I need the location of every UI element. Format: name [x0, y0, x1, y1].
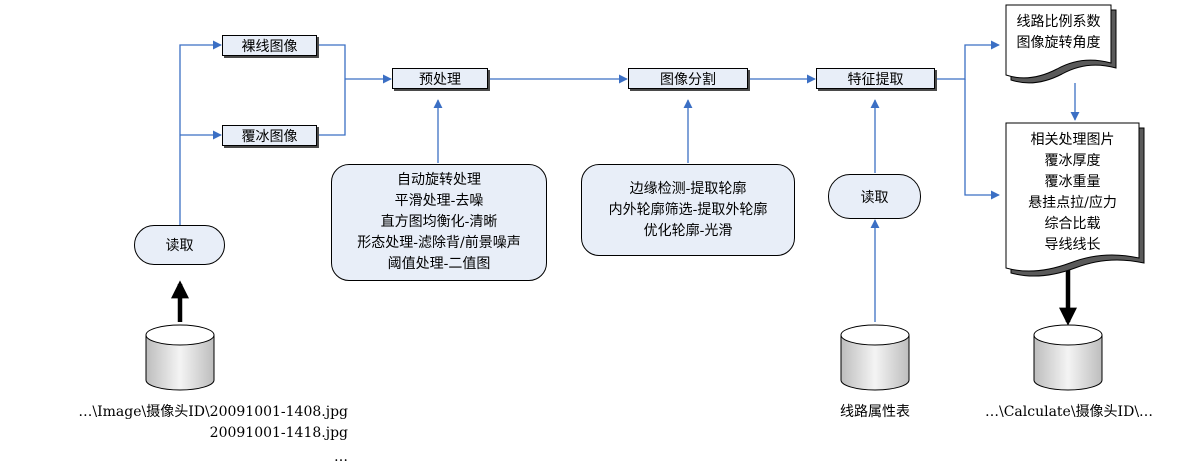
db-left-path-line-3: … — [334, 449, 348, 465]
doc-bottom-line-6: 导线线长 — [1044, 237, 1101, 253]
segmentation-detail-1: 边缘检测-提取轮廓 — [629, 180, 747, 197]
database-middle-shape — [840, 324, 910, 391]
doc-top-line-1: 线路比例系数 — [1016, 14, 1101, 30]
edge-feat-to-docbottom — [964, 79, 1000, 200]
edge-feat-to-doctop — [935, 40, 1000, 80]
database-right-shape — [1033, 324, 1103, 391]
doc-bottom-line-3: 覆冰重量 — [1044, 174, 1101, 190]
doc-top-text: 线路比例系数 图像旋转角度 — [1006, 12, 1111, 54]
doc-top-line-2: 图像旋转角度 — [1016, 35, 1101, 51]
doc-bottom-line-1: 相关处理图片 — [1030, 132, 1115, 148]
preprocess-details-panel: 自动旋转处理 平滑处理-去噪 直方图均衡化-清晰 形态处理-滤除背/前景噪声 阈… — [331, 164, 547, 281]
segmentation-details-panel: 边缘检测-提取轮廓 内外轮廓筛选-提取外轮廓 优化轮廓-光滑 — [581, 164, 795, 256]
preprocess-detail-5: 阈值处理-二值图 — [387, 256, 491, 272]
edge-bare-to-pre — [317, 44, 346, 79]
database-left-shape — [145, 324, 215, 391]
segmentation-box: 图像分割 — [628, 68, 748, 89]
preprocess-detail-2: 平滑处理-去噪 — [394, 193, 484, 209]
doc-bottom-line-2: 覆冰厚度 — [1044, 153, 1101, 169]
db-left-path-line-2: 20091001-1418.jpg — [209, 425, 348, 441]
db-middle-label: 线路属性表 — [840, 404, 910, 420]
doc-bottom-text: 相关处理图片 覆冰厚度 覆冰重量 悬挂点拉/应力 综合比载 导线线长 — [1006, 130, 1139, 256]
preprocess-detail-1: 自动旋转处理 — [397, 172, 481, 188]
edge-read-to-bare — [179, 40, 222, 225]
read-right-pill: 读取 — [828, 174, 921, 219]
doc-bottom-shape — [1005, 122, 1145, 277]
feature-extract-box: 特征提取 — [816, 68, 935, 89]
bare-image-box: 裸线图像 — [222, 35, 317, 56]
edge-iced-to-pre — [317, 79, 346, 136]
doc-top-shape — [1005, 4, 1117, 84]
preprocess-detail-4: 形态处理-滤除背/前景噪声 — [357, 235, 521, 251]
read-left-pill: 读取 — [134, 225, 225, 265]
segmentation-detail-2: 内外轮廓筛选-提取外轮廓 — [608, 201, 768, 218]
iced-image-box: 覆冰图像 — [222, 125, 317, 146]
doc-bottom-line-4: 悬挂点拉/应力 — [1028, 195, 1117, 211]
doc-bottom-line-5: 综合比载 — [1044, 216, 1101, 232]
db-right-label: …\Calculate\摄像头ID\… — [985, 404, 1154, 420]
preprocess-detail-3: 直方图均衡化-清晰 — [380, 214, 498, 230]
db-left-path-line-1: …\Image\摄像头ID\20091001-1408.jpg — [78, 404, 348, 420]
preprocess-box: 预处理 — [392, 68, 488, 89]
segmentation-detail-3: 优化轮廓-光滑 — [643, 222, 733, 239]
